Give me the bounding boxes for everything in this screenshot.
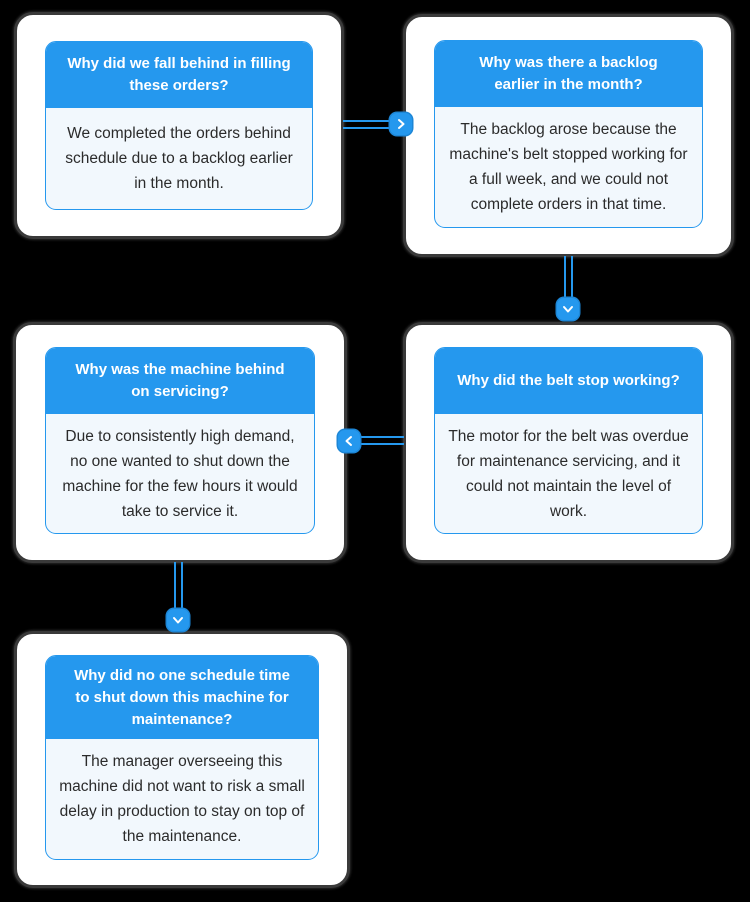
card-question: Why was the machine behind on servicing?: [46, 348, 314, 414]
card-why-5: Why did no one schedule time to shut dow…: [14, 631, 350, 888]
card-answer: We completed the orders behind schedule …: [65, 125, 293, 192]
card-answer: The backlog arose because the machine's …: [449, 121, 688, 213]
card-question: Why did no one schedule time to shut dow…: [46, 656, 318, 739]
card-why-2-inner: Why was there a backlog earlier in the m…: [434, 40, 703, 228]
card-why-4: Why was the machine behind on servicing?…: [13, 322, 347, 563]
card-question: Why did we fall behind in filling these …: [46, 42, 312, 108]
card-answer: The manager overseeing this machine did …: [59, 753, 305, 845]
card-answer: The motor for the belt was overdue for m…: [448, 428, 689, 520]
card-question: Why did the belt stop working?: [435, 348, 702, 414]
card-why-1: Why did we fall behind in filling these …: [14, 12, 344, 239]
connector-3-to-4-line: [354, 436, 404, 445]
connector-4-to-5-line: [174, 562, 183, 613]
card-answer: Due to consistently high demand, no one …: [62, 428, 298, 520]
card-why-3: Why did the belt stop working? The motor…: [403, 322, 734, 563]
connector-1-to-2-line: [343, 120, 395, 129]
card-why-3-inner: Why did the belt stop working? The motor…: [434, 347, 703, 534]
chevron-down-icon: [557, 298, 579, 320]
card-why-4-inner: Why was the machine behind on servicing?…: [45, 347, 315, 534]
card-question: Why was there a backlog earlier in the m…: [435, 41, 702, 107]
card-why-5-inner: Why did no one schedule time to shut dow…: [45, 655, 319, 860]
connector-2-to-3-line: [564, 256, 573, 302]
card-why-1-inner: Why did we fall behind in filling these …: [45, 41, 313, 210]
card-why-2: Why was there a backlog earlier in the m…: [403, 14, 734, 257]
chevron-right-icon: [390, 113, 412, 135]
chevron-left-icon: [338, 430, 360, 452]
chevron-down-icon: [167, 609, 189, 631]
